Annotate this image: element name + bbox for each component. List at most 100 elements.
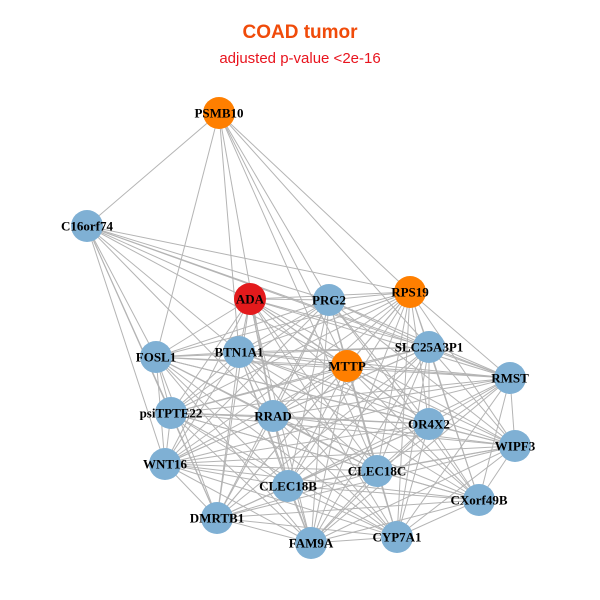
- edge-C16orf74-WNT16: [86, 225, 166, 465]
- edge-SLC25A3P1-CLEC18C: [376, 346, 430, 472]
- node-RPS19[interactable]: RPS19: [391, 276, 429, 308]
- edge-BTN1A1-DMRTB1: [216, 351, 240, 519]
- edge-RRAD-WNT16: [164, 415, 274, 465]
- edge-ADA-SLC25A3P1: [249, 298, 430, 348]
- edge-CLEC18C-FAM9A: [310, 470, 378, 544]
- node-circle[interactable]: [203, 97, 235, 129]
- edge-RPS19-FAM9A: [310, 291, 411, 544]
- edge-C16orf74-ADA: [86, 225, 251, 300]
- edge-DMRTB1-FAM9A: [216, 517, 312, 544]
- node-psiTPTE22[interactable]: psiTPTE22: [140, 397, 203, 429]
- node-CLEC18B[interactable]: CLEC18B: [259, 470, 317, 502]
- node-circle[interactable]: [295, 527, 327, 559]
- edge-OR4X2-WNT16: [164, 423, 430, 465]
- node-circle[interactable]: [361, 455, 393, 487]
- edge-MTTP-RMST: [346, 365, 511, 379]
- node-FOSL1[interactable]: FOSL1: [136, 341, 176, 373]
- node-label: BTN1A1: [214, 345, 263, 360]
- node-label: SLC25A3P1: [395, 340, 464, 355]
- node-BTN1A1[interactable]: BTN1A1: [214, 336, 264, 368]
- node-circle[interactable]: [257, 400, 289, 432]
- edge-C16orf74-FOSL1: [86, 225, 157, 358]
- edge-ADA-psiTPTE22: [170, 298, 251, 414]
- node-WNT16[interactable]: WNT16: [143, 448, 188, 480]
- node-label: CLEC18B: [259, 479, 317, 494]
- node-label: WIPF3: [495, 439, 536, 454]
- edge-WIPF3-WNT16: [164, 445, 516, 465]
- edge-PSMB10-FOSL1: [155, 112, 220, 358]
- node-SLC25A3P1[interactable]: SLC25A3P1: [395, 331, 464, 363]
- node-ADA[interactable]: ADA: [234, 283, 266, 315]
- node-CLEC18C[interactable]: CLEC18C: [348, 455, 407, 487]
- edge-PRG2-WNT16: [164, 299, 330, 465]
- edge-C16orf74-MTTP: [86, 225, 348, 367]
- node-label: RMST: [491, 371, 529, 386]
- node-C16orf74[interactable]: C16orf74: [61, 210, 113, 242]
- node-label: WNT16: [143, 457, 188, 472]
- node-PSMB10[interactable]: PSMB10: [194, 97, 244, 129]
- node-circle[interactable]: [149, 448, 181, 480]
- node-circle[interactable]: [494, 362, 526, 394]
- edge-RRAD-CLEC18C: [272, 415, 378, 472]
- edge-RPS19-FOSL1: [155, 291, 411, 358]
- edge-psiTPTE22-WIPF3: [170, 412, 516, 447]
- edge-MTTP-DMRTB1: [216, 365, 348, 519]
- edge-RMST-CXorf49B: [478, 377, 511, 501]
- node-circle[interactable]: [331, 350, 363, 382]
- node-CXorf49B[interactable]: CXorf49B: [450, 484, 508, 516]
- edge-PRG2-OR4X2: [328, 299, 430, 425]
- edge-PSMB10-BTN1A1: [218, 112, 240, 353]
- node-label: FAM9A: [289, 536, 334, 551]
- node-RRAD[interactable]: RRAD: [254, 400, 292, 432]
- node-MTTP[interactable]: MTTP: [328, 350, 366, 382]
- node-circle[interactable]: [413, 408, 445, 440]
- node-circle[interactable]: [140, 341, 172, 373]
- node-PRG2[interactable]: PRG2: [312, 284, 346, 316]
- node-RMST[interactable]: RMST: [491, 362, 529, 394]
- edge-WNT16-CLEC18B: [164, 463, 289, 487]
- node-FAM9A[interactable]: FAM9A: [289, 527, 334, 559]
- node-DMRTB1[interactable]: DMRTB1: [190, 502, 244, 534]
- node-label: RPS19: [391, 285, 429, 300]
- edge-ADA-RMST: [249, 298, 511, 379]
- chart-subtitle: adjusted p-value <2e-16: [219, 50, 381, 67]
- edge-RRAD-CYP7A1: [272, 415, 398, 538]
- node-CYP7A1[interactable]: CYP7A1: [372, 521, 422, 553]
- edge-CLEC18C-CXorf49B: [376, 470, 480, 501]
- node-circle[interactable]: [201, 502, 233, 534]
- node-OR4X2[interactable]: OR4X2: [408, 408, 450, 440]
- node-circle[interactable]: [71, 210, 103, 242]
- node-circle[interactable]: [381, 521, 413, 553]
- edge-PSMB10-C16orf74: [86, 112, 220, 227]
- node-circle[interactable]: [223, 336, 255, 368]
- edge-RPS19-RMST: [409, 291, 511, 379]
- edge-WNT16-CYP7A1: [164, 463, 398, 538]
- edge-PSMB10-MTTP: [218, 112, 348, 367]
- node-WIPF3[interactable]: WIPF3: [495, 430, 536, 462]
- node-label: PSMB10: [194, 106, 243, 121]
- node-label: CXorf49B: [450, 493, 507, 508]
- edge-BTN1A1-SLC25A3P1: [238, 346, 430, 353]
- edge-C16orf74-RPS19: [86, 225, 411, 293]
- node-circle[interactable]: [463, 484, 495, 516]
- edge-BTN1A1-RMST: [238, 351, 511, 379]
- edge-PSMB10-SLC25A3P1: [218, 112, 430, 348]
- node-circle[interactable]: [272, 470, 304, 502]
- edge-WIPF3-CYP7A1: [396, 445, 516, 538]
- edge-CLEC18B-CXorf49B: [287, 485, 480, 501]
- edge-PSMB10-CLEC18C: [218, 112, 378, 472]
- node-circle[interactable]: [499, 430, 531, 462]
- chart-title: COAD tumor: [242, 22, 358, 43]
- edge-C16orf74-BTN1A1: [86, 225, 240, 353]
- node-circle[interactable]: [313, 284, 345, 316]
- node-circle[interactable]: [234, 283, 266, 315]
- edge-C16orf74-RRAD: [86, 225, 274, 417]
- edge-psiTPTE22-CLEC18B: [170, 412, 289, 487]
- node-circle[interactable]: [155, 397, 187, 429]
- node-circle[interactable]: [413, 331, 445, 363]
- edge-C16orf74-PRG2: [86, 225, 330, 301]
- edge-FOSL1-CLEC18B: [155, 356, 289, 487]
- node-label: CLEC18C: [348, 464, 407, 479]
- node-circle[interactable]: [394, 276, 426, 308]
